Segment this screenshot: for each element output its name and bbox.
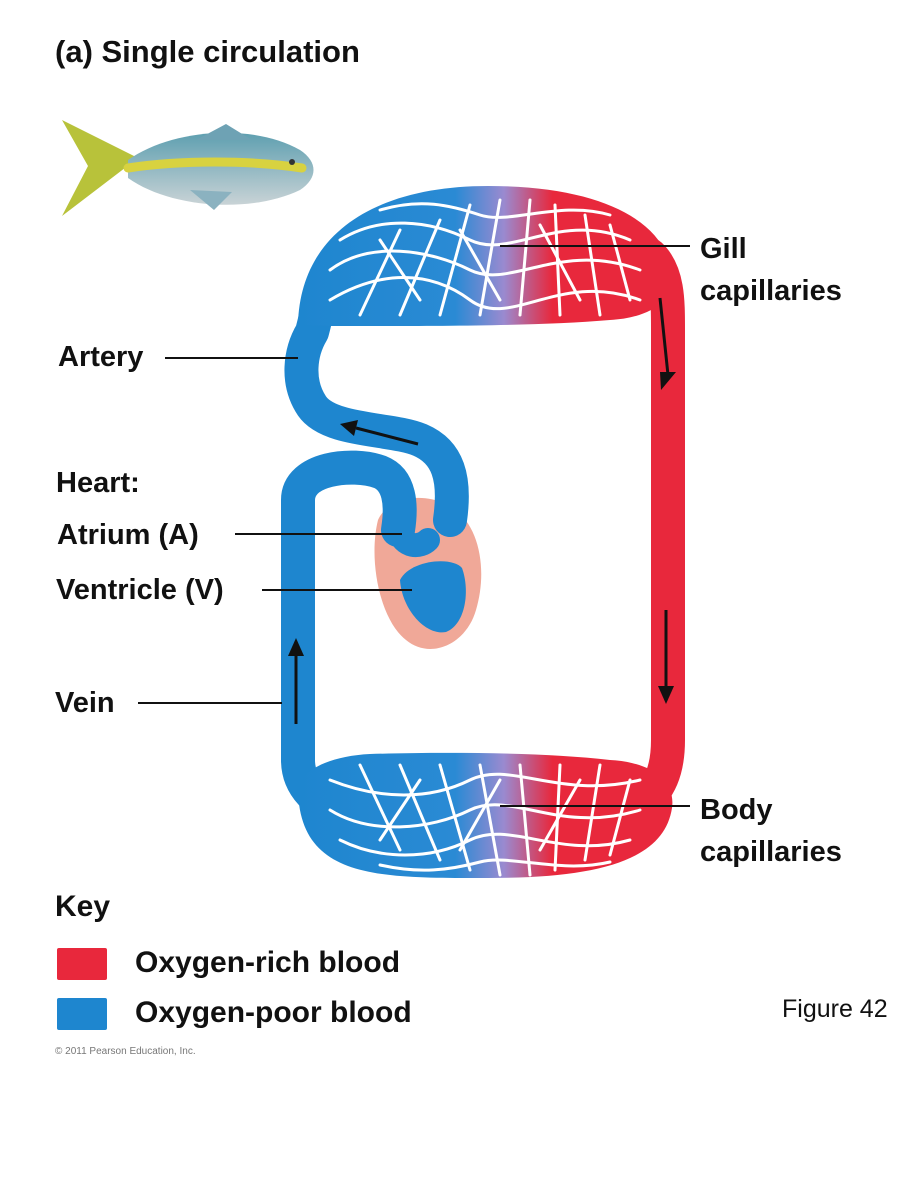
figure-reference: Figure 42: [782, 995, 888, 1023]
copyright-notice: © 2011 Pearson Education, Inc.: [55, 1046, 196, 1057]
ventricle-label: Ventricle (V): [56, 574, 224, 606]
oxygen-poor-swatch: [57, 998, 107, 1030]
body-capillary-bed: [298, 752, 673, 879]
atrium-label: Atrium (A): [57, 519, 199, 551]
vein-label: Vein: [55, 687, 115, 719]
flow-arrow-icon: [288, 638, 304, 724]
key-heading: Key: [55, 890, 111, 923]
figure-title: (a) Single circulation: [55, 34, 360, 69]
artery-label: Artery: [58, 341, 144, 373]
ventricle-chamber: [400, 561, 466, 633]
body-capillaries-label: Body capillaries: [700, 789, 842, 873]
body-label-line1: Body: [700, 794, 773, 826]
flow-arrow-icon: [340, 420, 419, 446]
gill-label-line1: Gill: [700, 233, 747, 265]
oxygen-rich-swatch: [57, 948, 107, 980]
body-label-line2: capillaries: [700, 836, 842, 868]
gill-capillary-bed: [298, 186, 673, 326]
oxygen-rich-label: Oxygen-rich blood: [135, 946, 401, 979]
gill-capillaries-label: Gill capillaries: [700, 228, 842, 312]
gill-label-line2: capillaries: [700, 275, 842, 307]
flow-arrow-icon: [658, 610, 674, 704]
fish-icon: [62, 120, 314, 216]
heart-label: Heart:: [56, 467, 140, 499]
flow-arrow-icon: [658, 297, 676, 390]
atrium-chamber: [386, 518, 440, 558]
oxygen-poor-label: Oxygen-poor blood: [135, 996, 412, 1029]
leader-lines: [138, 245, 690, 807]
